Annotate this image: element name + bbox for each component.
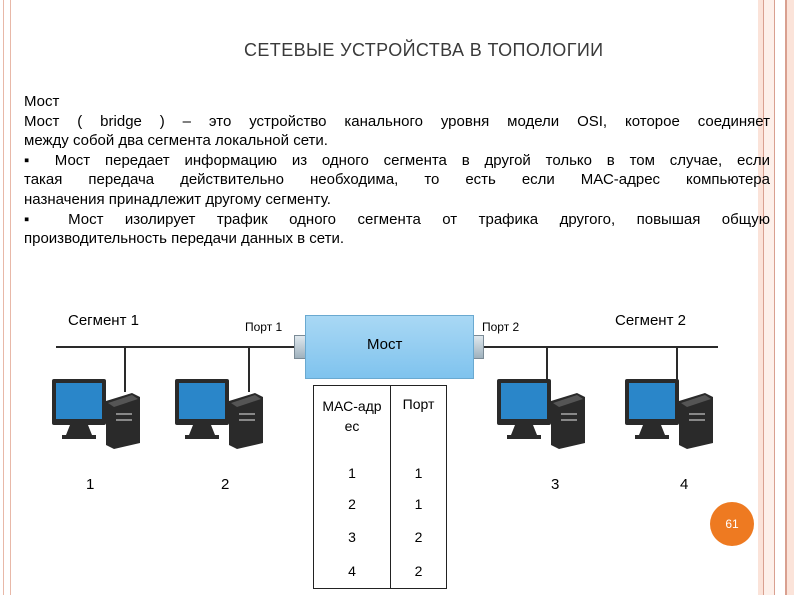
slide-title: СЕТЕВЫЕ УСТРОЙСТВА В ТОПОЛОГИИ: [244, 40, 604, 60]
section-heading: Мост: [24, 93, 60, 110]
paragraph-line: ▪ Мост изолирует трафик одного сегмента …: [24, 210, 770, 228]
segment-2-label: Сегмент 2: [615, 312, 686, 329]
left-frame-decoration: [0, 0, 11, 595]
computer-icon: [497, 379, 585, 449]
bridge-device: [305, 315, 474, 379]
segment-1-line: [56, 346, 300, 348]
computer-icon: [52, 379, 140, 449]
paragraph-line: такая передача действительно необходима,…: [24, 171, 770, 189]
mac-address-table: МАС-адрес Порт 1 1 2 1 3 2 4 2: [313, 385, 447, 589]
right-frame-decoration: [758, 0, 794, 595]
computer-2-number: 2: [221, 476, 230, 493]
paragraph-line: назначения принадлежит другому сегменту.: [24, 190, 331, 208]
table-row: 4 2: [313, 554, 447, 589]
port-column-header: Порт: [390, 385, 447, 458]
table-row: 1 1: [313, 458, 447, 488]
slide-body: Мост Мост ( bridge ) – это устройство ка…: [24, 92, 770, 249]
paragraph-line: ▪ Мост передает информацию из одного сег…: [24, 151, 770, 169]
drop-line-1: [124, 346, 126, 392]
paragraph-line: между собой два сегмента локальной сети.: [24, 132, 328, 150]
table-row: 3 2: [313, 520, 447, 554]
table-header-row: МАС-адрес Порт: [313, 385, 447, 458]
computer-4-number: 4: [680, 476, 689, 493]
computer-icon: [625, 379, 713, 449]
drop-line-4: [676, 346, 678, 392]
drop-line-3: [546, 346, 548, 392]
port-2-label: Порт 2: [482, 320, 520, 334]
drop-line-2: [248, 346, 250, 392]
segment-1-label: Сегмент 1: [68, 312, 139, 329]
computer-1-number: 1: [86, 476, 95, 493]
computer-3-number: 3: [551, 476, 560, 493]
paragraph-line: Мост ( bridge ) – это устройство канальн…: [24, 112, 770, 130]
port-1-label: Порт 1: [245, 320, 283, 334]
page-number-badge: 61: [710, 502, 754, 546]
bridge-label: Мост: [367, 336, 403, 353]
segment-2-line: [484, 346, 718, 348]
paragraph-line: производительность передачи данных в сет…: [24, 230, 345, 248]
table-row: 2 1: [313, 488, 447, 520]
computer-icon: [175, 379, 263, 449]
mac-column-header: МАС-адрес: [313, 385, 391, 458]
